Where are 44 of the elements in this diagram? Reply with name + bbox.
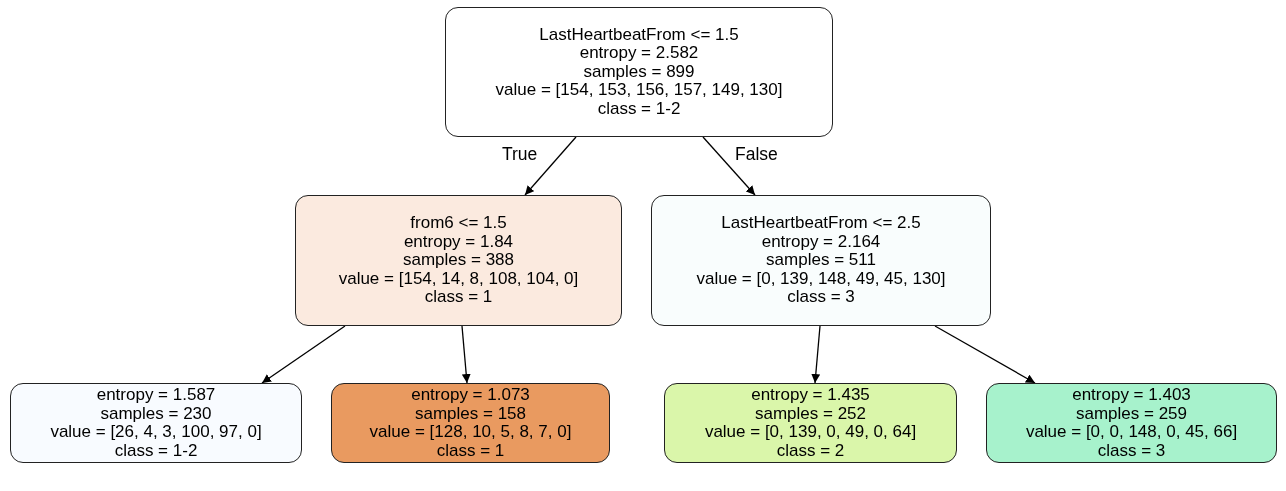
node-text: value = [128, 10, 5, 8, 7, 0] <box>369 423 572 442</box>
node-text: class = 1 <box>424 288 493 307</box>
node-text: LastHeartbeatFrom <= 1.5 <box>539 25 739 45</box>
node-text: value = [154, 14, 8, 108, 104, 0] <box>338 269 579 289</box>
node-text: value = [154, 153, 156, 157, 149, 130] <box>495 81 783 100</box>
tree-node-box <box>651 195 991 326</box>
node-text: value = [26, 4, 3, 100, 97, 0] <box>50 423 262 442</box>
node-text: class = 1-2 <box>597 99 681 119</box>
tree-node-box <box>445 7 833 137</box>
arrow <box>934 325 1036 384</box>
node-text: samples = 158 <box>414 404 526 423</box>
node-text: LastHeartbeatFrom <= 2.5 <box>721 214 921 233</box>
node-text: class = 3 <box>787 288 855 307</box>
node-text: entropy = 1.84 <box>403 232 514 252</box>
node-text: value = [0, 139, 148, 49, 45, 130] <box>696 269 946 289</box>
node-text: class = 2 <box>776 441 845 460</box>
node-text: samples = 899 <box>583 62 695 82</box>
node-text: entropy = 1.587 <box>96 386 216 405</box>
node-text: samples = 511 <box>766 251 876 270</box>
node-text: class = 1 <box>436 441 505 460</box>
node-text: value = [0, 0, 148, 0, 45, 66] <box>1025 423 1238 442</box>
arrow <box>702 136 756 196</box>
tree-node-box <box>295 195 622 326</box>
node-text: entropy = 2.582 <box>579 44 699 63</box>
tree-node-box <box>10 383 302 463</box>
node-text: class = 1-2 <box>114 441 198 460</box>
node-text: from6 <= 1.5 <box>410 214 507 233</box>
tree-node-box <box>664 383 957 463</box>
node-text: samples = 259 <box>1075 404 1187 423</box>
node-text: entropy = 2.164 <box>761 232 881 252</box>
node-text: class = 3 <box>1097 441 1166 460</box>
arrow <box>811 325 821 384</box>
node-text: entropy = 1.435 <box>751 386 870 405</box>
arrow <box>261 325 346 384</box>
node-text: samples = 388 <box>402 251 514 270</box>
node-text: value = [0, 139, 0, 49, 0, 64] <box>704 423 917 442</box>
arrow <box>524 136 577 196</box>
arrow <box>461 325 471 384</box>
node-text: entropy = 1.073 <box>411 386 530 405</box>
tree-node-box <box>331 383 610 463</box>
node-text: samples = 230 <box>100 404 212 423</box>
node-text: entropy = 1.403 <box>1072 386 1191 405</box>
tree-node-box <box>986 383 1277 463</box>
node-text: samples = 252 <box>754 404 866 423</box>
